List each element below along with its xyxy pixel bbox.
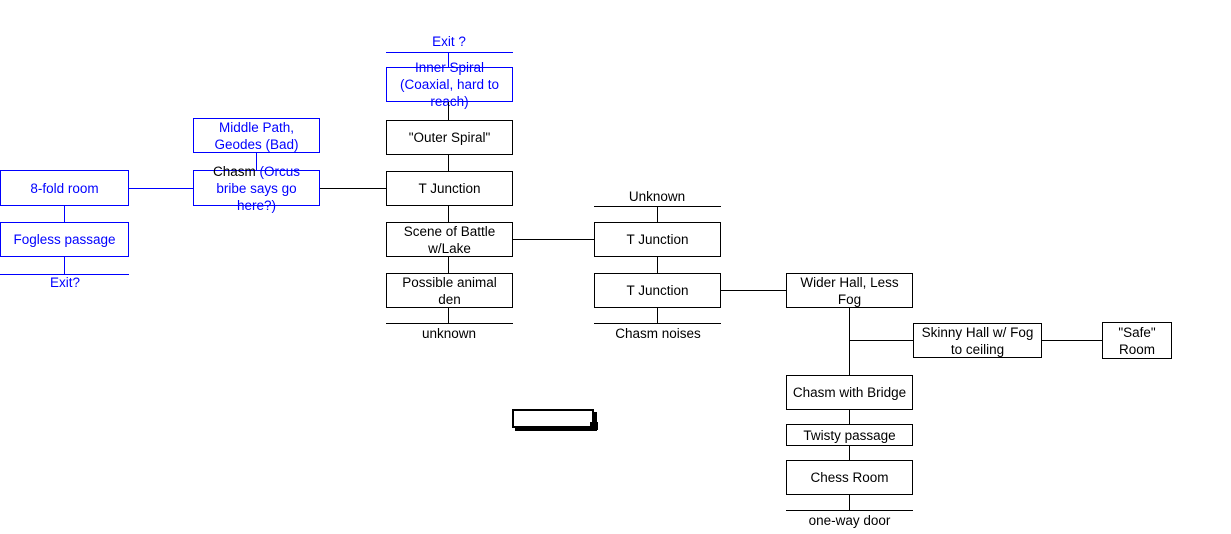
label-exit-top: Exit ? [432,34,466,49]
node-safe-room[interactable]: "Safe" Room [1102,322,1172,359]
edge-scene-to-t-junction-upper-right [513,239,594,240]
edge-skinny-hall-to-safe-room [1042,340,1102,341]
edge-outer-spiral-to-t-junction [448,155,449,171]
edge-exit-to-inner-spiral [448,52,449,67]
edge-animal-den-to-unknown [448,308,449,323]
node-possible-animal-den[interactable]: Possible animal den [386,273,513,308]
edge-twisty-to-chess-room [849,446,850,460]
edge-8fold-to-fogless [64,206,65,222]
node-chasm-orcus-lead: Chasm [212,163,260,179]
resize-handle-bottom-right[interactable] [590,422,598,430]
edge-exit-left-rule [0,274,129,275]
node-8-fold-room[interactable]: 8-fold room [0,170,129,206]
node-wider-hall[interactable]: Wider Hall, Less Fog [786,273,913,308]
node-twisty-passage[interactable]: Twisty passage [786,424,913,446]
edge-wider-hall-spine [849,308,850,375]
node-t-junction-center[interactable]: T Junction [386,171,513,206]
label-chasm-noises: Chasm noises [615,326,701,341]
node-outer-spiral[interactable]: "Outer Spiral" [386,120,513,155]
edge-t-junction-to-scene-of-battle [448,206,449,222]
node-chasm-orcus-tail: (Orcus bribe says go here?) [216,163,300,213]
node-fogless-passage[interactable]: Fogless passage [0,222,129,257]
edge-t-junction-upper-to-lower [657,257,658,273]
edge-scene-to-animal-den [448,257,449,273]
node-t-junction-lower-right[interactable]: T Junction [594,273,721,308]
node-middle-path-geodes[interactable]: Middle Path, Geodes (Bad) [193,118,320,153]
node-skinny-hall[interactable]: Skinny Hall w/ Fog to ceiling [913,323,1042,358]
node-chess-room[interactable]: Chess Room [786,460,913,495]
edge-8fold-to-chasm [129,188,193,189]
edge-t-junction-lower-to-wider-hall [721,290,786,291]
edge-one-way-door-rule [786,510,913,511]
node-inner-spiral[interactable]: Inner Spiral (Coaxial, hard to reach) [386,60,513,109]
edge-chasm-noises-rule [594,323,721,324]
node-scene-of-battle[interactable]: Scene of Battle w/Lake [386,222,513,257]
node-chasm-orcus[interactable]: Chasm (Orcus bribe says go here?) [193,164,320,213]
node-empty-selected-box[interactable] [512,409,594,428]
edge-unknown-to-t-junction-upper [657,206,658,222]
edge-chasm-to-t-junction [320,188,386,189]
edge-fogless-to-exit [64,257,65,274]
edge-chess-room-to-one-way-door [849,495,850,510]
edge-inner-to-outer-spiral [448,102,449,120]
label-unknown-center: unknown [421,326,477,341]
edge-exit-top-rule [386,52,513,53]
label-one-way-door: one-way door [808,513,891,528]
node-t-junction-upper-right[interactable]: T Junction [594,222,721,257]
edge-t-junction-lower-to-chasm-noises [657,308,658,323]
edge-wider-hall-to-skinny-hall [849,340,913,341]
node-chasm-with-bridge[interactable]: Chasm with Bridge [786,375,913,410]
edge-middle-path-to-chasm [256,153,257,170]
label-unknown-right: Unknown [628,189,686,204]
edge-chasm-bridge-to-twisty [849,410,850,424]
label-exit-left: Exit? [49,275,80,290]
edge-unknown-rule-center [386,323,513,324]
